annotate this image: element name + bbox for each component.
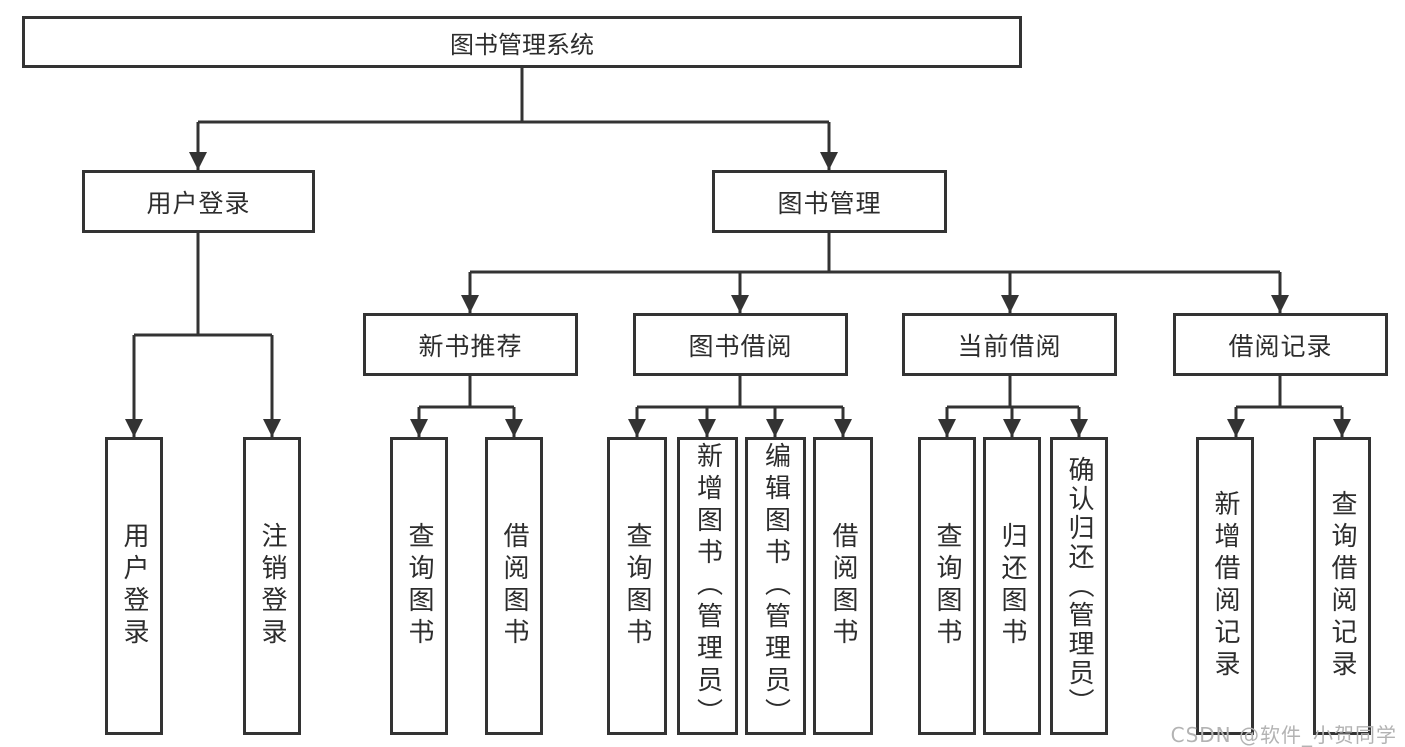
leaf-borrow-books-recommend-label: 借阅图书 [499, 522, 529, 650]
leaf-add-books-admin-label: 新增图书（管理员） [692, 442, 723, 730]
leaf-logout: 注销登录 [243, 437, 301, 735]
leaf-confirm-return-admin-label: 确认归还（管理员） [1064, 455, 1094, 717]
watermark: CSDN @软件_小贺同学 [1170, 723, 1397, 747]
leaf-search-books-recommend-label: 查询图书 [404, 522, 434, 650]
leaf-edit-books-admin-label: 编辑图书（管理员） [760, 442, 791, 730]
leaf-search-books-borrowing-label: 查询图书 [622, 522, 652, 650]
node-user-login: 用户登录 [82, 170, 315, 233]
leaf-borrow-books-recommend: 借阅图书 [485, 437, 543, 735]
leaf-return-books: 归还图书 [983, 437, 1041, 735]
node-current-borrowing: 当前借阅 [902, 313, 1117, 376]
leaf-search-books-current-label: 查询图书 [932, 522, 962, 650]
leaf-search-books-borrowing: 查询图书 [607, 437, 667, 735]
leaf-search-borrow-record-label: 查询借阅记录 [1327, 490, 1357, 682]
leaf-add-borrow-record: 新增借阅记录 [1196, 437, 1254, 735]
leaf-return-books-label: 归还图书 [997, 522, 1027, 650]
node-new-book-recommendation: 新书推荐 [363, 313, 578, 376]
leaf-edit-books-admin: 编辑图书（管理员） [745, 437, 806, 735]
leaf-user-login: 用户登录 [105, 437, 163, 735]
leaf-borrow-books-borrowing-label: 借阅图书 [828, 522, 858, 650]
leaf-add-borrow-record-label: 新增借阅记录 [1210, 490, 1240, 682]
leaf-add-books-admin: 新增图书（管理员） [677, 437, 738, 735]
leaf-confirm-return-admin: 确认归还（管理员） [1050, 437, 1108, 735]
leaf-search-books-current: 查询图书 [918, 437, 976, 735]
leaf-logout-label: 注销登录 [257, 522, 287, 650]
node-book-management: 图书管理 [712, 170, 947, 233]
node-borrowing-records: 借阅记录 [1173, 313, 1388, 376]
leaf-borrow-books-borrowing: 借阅图书 [813, 437, 873, 735]
leaf-search-books-recommend: 查询图书 [390, 437, 448, 735]
leaf-user-login-label: 用户登录 [119, 522, 149, 650]
node-book-borrowing: 图书借阅 [633, 313, 848, 376]
leaf-search-borrow-record: 查询借阅记录 [1313, 437, 1371, 735]
node-library-management-system: 图书管理系统 [22, 16, 1022, 68]
